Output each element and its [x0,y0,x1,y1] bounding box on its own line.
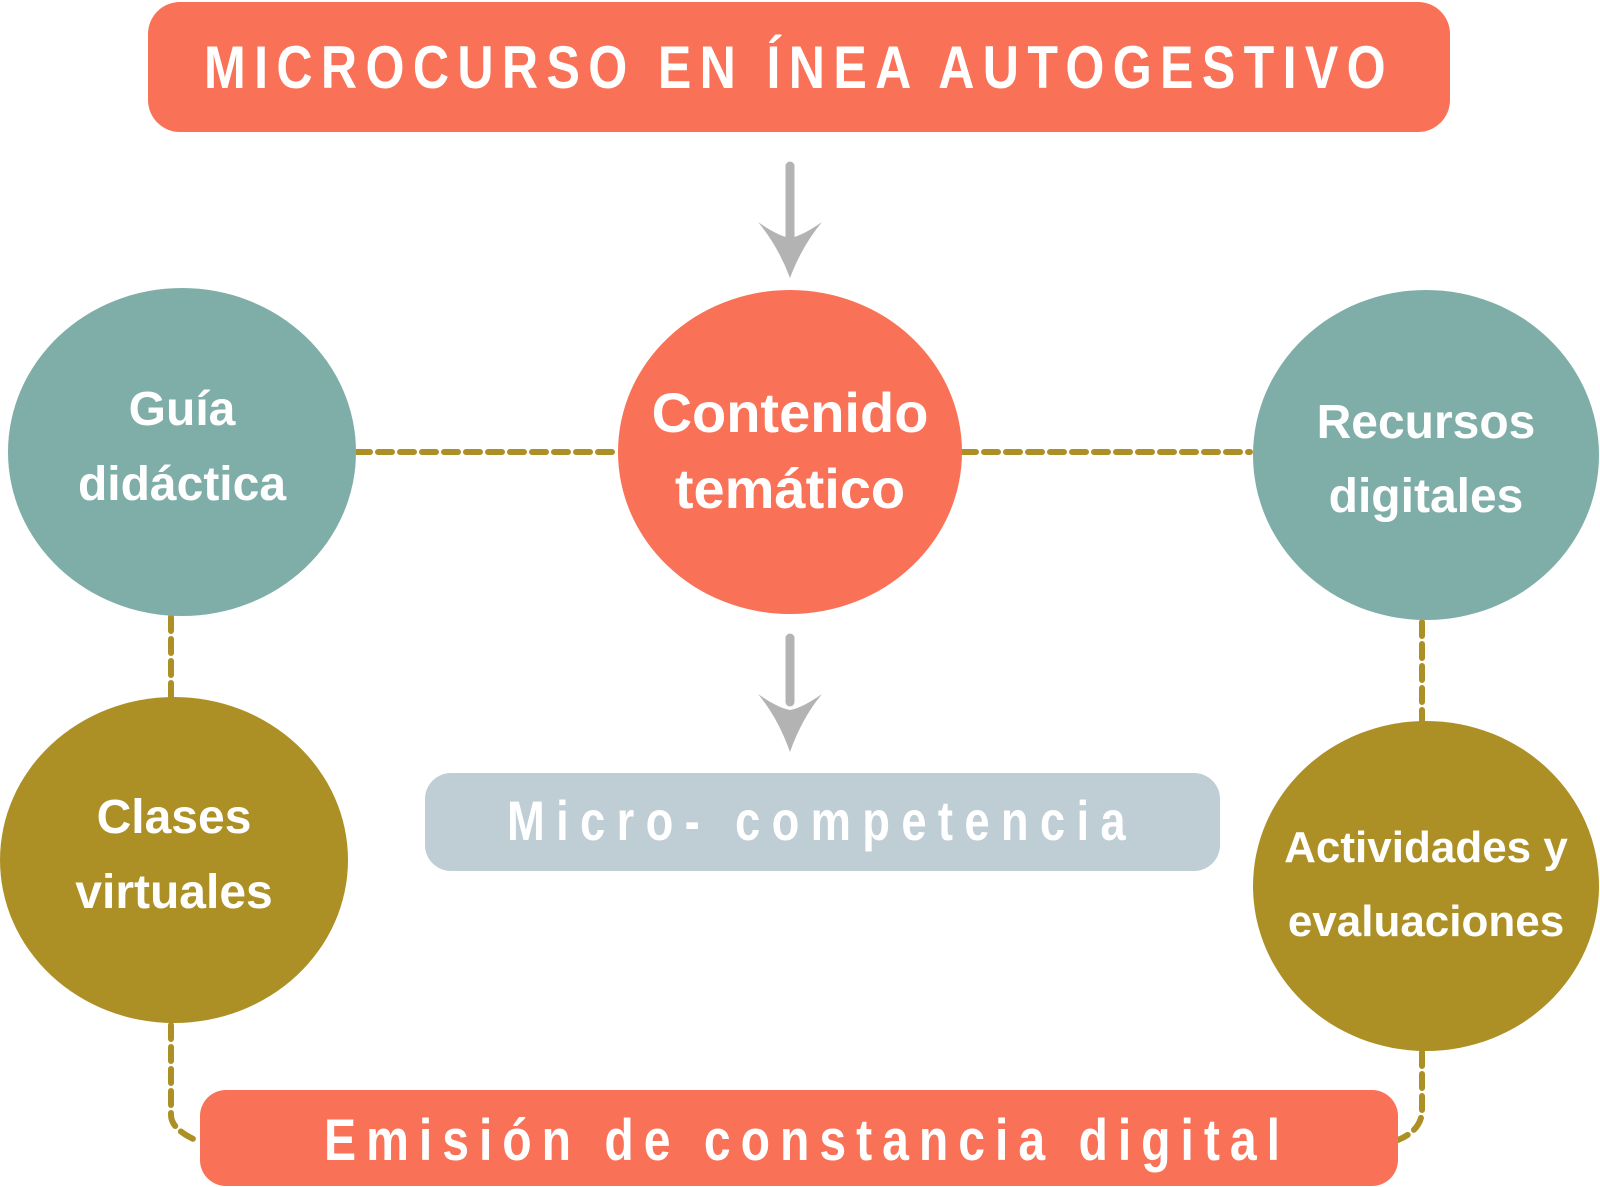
clases-line-2: virtuales [75,866,272,919]
actividades-line-2: evaluaciones [1288,897,1564,946]
clases-line-1: Clases [97,791,252,844]
title-banner: MICROCURSO EN ÍNEA AUTOGESTIVO [148,2,1450,132]
node-guia-didactica: Guía didáctica [8,288,356,616]
contenido-line-2: temático [675,457,905,520]
guia-line-2: didáctica [78,458,286,511]
node-recursos-digitales: Recursos digitales [1253,290,1599,620]
connectors [168,449,1425,1145]
emision-label: Emisión de constancia digital [324,1108,1290,1173]
actividades-line-1: Actividades y [1284,823,1568,872]
arrow-title-to-contenido [758,161,822,278]
recursos-line-1: Recursos [1317,396,1536,449]
connector-actividades-emision [1395,1049,1425,1143]
page-title: MICROCURSO EN ÍNEA AUTOGESTIVO [204,34,1394,101]
micro-competencia-label: Micro- competencia [507,789,1137,852]
emision-banner: Emisión de constancia digital [200,1090,1398,1186]
node-actividades-evaluaciones: Actividades y evaluaciones [1253,721,1599,1051]
recursos-line-2: digitales [1329,470,1524,523]
node-clases-virtuales: Clases virtuales [0,697,348,1023]
arrow-contenido-to-microcompetencia [758,633,822,752]
micro-competencia-box: Micro- competencia [425,773,1220,871]
node-contenido-tematico: Contenido temático [618,290,962,614]
guia-line-1: Guía [129,383,236,436]
contenido-line-1: Contenido [652,381,929,444]
connector-clases-emision [168,1022,203,1145]
